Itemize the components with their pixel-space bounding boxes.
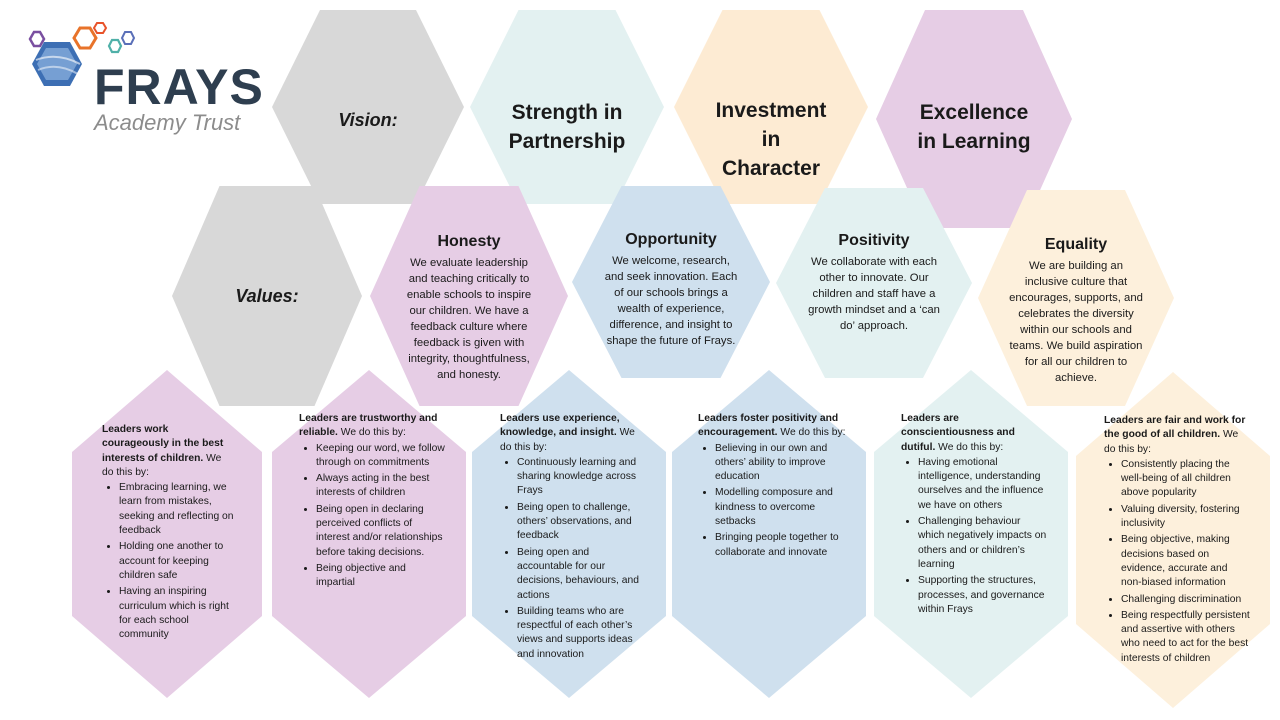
leader-text-3: Leaders use experience, knowledge, and i… [500,412,646,664]
leader-rest-4: We do this by: [777,427,846,439]
list-item: Continuously learning and sharing knowle… [517,456,646,499]
value-text-honesty: We evaluate leadership and teaching crit… [406,257,532,381]
leader-rest-1: We do this by: [102,452,222,478]
vision-title-strength: Strength in Partnership [508,101,626,153]
logo-hexagons-icon [28,22,136,86]
list-item: Being objective and impartial [316,562,445,591]
leader-list-1: Embracing learning, we learn from mistak… [102,481,234,642]
leader-bold-2: Leaders are trustworthy and reliable. [299,413,438,439]
values-label-hex: Values: [172,186,362,406]
values-label: Values: [235,286,299,306]
list-item: Having emotional intelligence, understan… [918,456,1047,513]
leader-list-4: Believing in our own and others’ ability… [698,442,846,560]
leader-bold-6: Leaders are fair and work for the good o… [1104,415,1246,441]
list-item: Bringing people together to collaborate … [715,531,846,560]
value-hex-honesty: Honesty We evaluate leadership and teach… [370,186,568,406]
list-item: Modelling composure and kindness to over… [715,486,846,529]
list-item: Being open in declaring perceived confli… [316,503,445,560]
leader-list-2: Keeping our word, we follow through on c… [299,442,445,591]
list-item: Supporting the structures, processes, an… [918,574,1047,617]
list-item: Being objective, making decisions based … [1121,533,1250,590]
leader-text-1: Leaders work courageously in the best in… [102,423,234,644]
logo-subtitle: Academy Trust [94,110,241,135]
list-item: Believing in our own and others’ ability… [715,442,846,485]
leader-list-6: Consistently placing the well-being of a… [1104,458,1250,666]
value-title-positivity: Positivity [838,232,910,249]
vision-hex-strength: Strength in Partnership [470,10,664,204]
leader-bold-5: Leaders are conscientiousness and dutifu… [901,413,1015,453]
leader-text-2: Leaders are trustworthy and reliable. We… [299,412,445,593]
value-hex-positivity: Positivity We collaborate with each othe… [776,188,972,378]
list-item: Challenging discrimination [1121,593,1250,607]
list-item: Having an inspiring curriculum which is … [119,585,234,642]
list-item: Building teams who are respectful of eac… [517,605,646,662]
leader-rest-3: We do this by: [500,427,635,453]
leader-rest-2: We do this by: [337,427,406,439]
list-item: Always acting in the best interests of c… [316,472,445,501]
leader-bold-3: Leaders use experience, knowledge, and i… [500,413,620,439]
value-title-opportunity: Opportunity [625,231,717,248]
leader-list-5: Having emotional intelligence, understan… [901,456,1047,617]
value-text-opportunity: We welcome, research, and seek innovatio… [604,255,738,347]
vision-title-excellence: Excellence in Learning [917,101,1031,153]
vision-hex-excellence: Excellence in Learning [876,10,1072,228]
list-item: Being open and accountable for our decis… [517,546,646,603]
value-hex-opportunity: Opportunity We welcome, research, and se… [572,186,770,378]
leader-bold-4: Leaders foster positivity and encouragem… [698,413,839,439]
list-item: Valuing diversity, fostering inclusivity [1121,503,1250,532]
leader-hex-6 [1076,372,1270,708]
leader-text-6: Leaders are fair and work for the good o… [1104,414,1250,668]
leader-list-3: Continuously learning and sharing knowle… [500,456,646,662]
list-item: Consistently placing the well-being of a… [1121,458,1250,501]
leader-text-5: Leaders are conscientiousness and dutifu… [901,412,1047,619]
list-item: Embracing learning, we learn from mistak… [119,481,234,538]
list-item: Holding one another to account for keepi… [119,540,234,583]
list-item: Being respectfully persistent and assert… [1121,609,1250,666]
vision-title-investment: Investment in Character [715,99,827,180]
vision-label: Vision: [338,110,398,130]
leader-bold-1: Leaders work courageously in the best in… [102,424,224,464]
list-item: Keeping our word, we follow through on c… [316,442,445,471]
value-title-honesty: Honesty [437,233,501,250]
value-text-equality: We are building an inclusive culture tha… [1009,260,1143,384]
vision-label-hex: Vision: [272,10,464,204]
vision-hex-investment: Investment in Character [674,10,868,204]
list-item: Challenging behaviour which negatively i… [918,515,1047,572]
leader-rest-6: We do this by: [1104,429,1239,455]
value-title-equality: Equality [1044,236,1108,253]
value-text-positivity: We collaborate with each other to innova… [808,256,940,332]
list-item: Being open to challenge, others’ observa… [517,501,646,544]
leader-text-4: Leaders foster positivity and encouragem… [698,412,846,562]
logo-name: FRAYS [94,59,264,115]
leader-rest-5: We do this by: [935,441,1004,453]
